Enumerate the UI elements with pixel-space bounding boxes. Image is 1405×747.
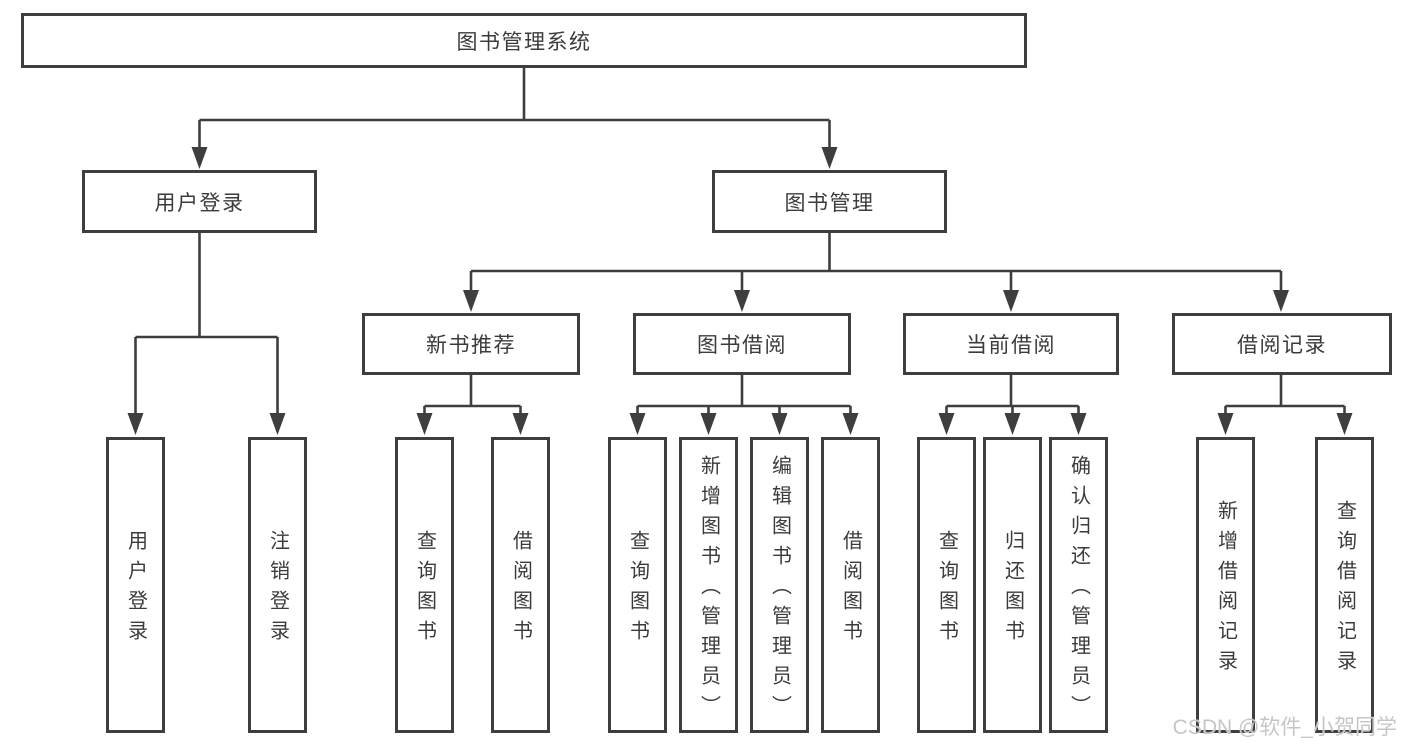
- leaf-query-borrow-record: 查询借阅记录: [1315, 437, 1374, 733]
- node-label: 当前借阅: [966, 334, 1056, 357]
- arrowhead: [1336, 413, 1353, 435]
- leaf-label: 新增借阅记录: [1214, 500, 1237, 680]
- leaf-label: 确认归还（管理员）: [1067, 455, 1090, 725]
- leaf-confirm-return-admin: 确认归还（管理员）: [1049, 437, 1108, 733]
- connector-root-to-level2: [198, 68, 831, 147]
- arrowhead: [821, 147, 838, 169]
- arrowhead: [734, 290, 750, 312]
- leaf-label: 注销登录: [266, 530, 289, 650]
- arrowhead: [771, 413, 788, 435]
- node-user-login: 用户登录: [82, 170, 317, 233]
- leaf-borrow-books-recommend: 借阅图书: [491, 437, 550, 733]
- node-label: 用户登录: [154, 191, 245, 215]
- leaf-label: 用户登录: [124, 530, 147, 650]
- connector-user-login-children: [134, 233, 279, 414]
- leaf-logout: 注销登录: [248, 437, 307, 733]
- leaf-add-book-admin: 新增图书（管理员）: [679, 437, 738, 733]
- arrowhead: [269, 413, 286, 435]
- node-book-borrow: 图书借阅: [633, 313, 851, 375]
- connector-new-book-children: [423, 375, 522, 414]
- arrowhead: [700, 413, 717, 435]
- arrowhead: [1004, 413, 1021, 435]
- node-book-management-system: 图书管理系统: [21, 13, 1027, 68]
- arrowhead: [191, 147, 208, 169]
- connector-lines: [134, 68, 1346, 414]
- connector-book-borrow-children: [636, 375, 852, 414]
- arrowhead: [512, 413, 529, 435]
- leaf-label: 查询图书: [935, 530, 958, 650]
- arrowhead: [416, 413, 433, 435]
- arrowhead: [629, 413, 646, 435]
- leaf-query-books-borrow: 查询图书: [608, 437, 667, 733]
- node-label: 新书推荐: [426, 334, 516, 357]
- node-label: 图书管理系统: [456, 30, 592, 54]
- node-new-book-recommend: 新书推荐: [362, 313, 580, 375]
- node-current-borrow: 当前借阅: [903, 313, 1119, 375]
- arrowhead: [1273, 290, 1289, 312]
- arrowhead: [938, 413, 955, 435]
- leaf-label: 借阅图书: [839, 530, 862, 650]
- node-book-management: 图书管理: [712, 170, 947, 233]
- leaf-query-books-recommend: 查询图书: [395, 437, 454, 733]
- arrowhead: [1070, 413, 1087, 435]
- leaf-add-borrow-record: 新增借阅记录: [1196, 437, 1255, 733]
- csdn-watermark: CSDN @软件_小贺同学: [1172, 716, 1397, 739]
- arrowhead: [463, 290, 479, 312]
- node-borrow-records: 借阅记录: [1172, 313, 1392, 375]
- leaf-label: 查询图书: [413, 530, 436, 650]
- leaf-return-book: 归还图书: [983, 437, 1042, 733]
- leaf-label: 查询图书: [626, 530, 649, 650]
- connector-book-management-children: [469, 233, 1283, 291]
- node-label: 借阅记录: [1237, 334, 1327, 357]
- leaf-label: 借阅图书: [509, 530, 532, 650]
- leaf-edit-book-admin: 编辑图书（管理员）: [750, 437, 809, 733]
- leaf-query-books-current: 查询图书: [917, 437, 976, 733]
- arrowheads: [127, 147, 1353, 435]
- arrowhead: [1003, 290, 1019, 312]
- connector-current-borrow-children: [945, 375, 1080, 414]
- leaf-label: 编辑图书（管理员）: [768, 455, 791, 725]
- node-label: 图书借阅: [697, 334, 787, 357]
- leaf-label: 归还图书: [1001, 530, 1024, 650]
- leaf-label: 新增图书（管理员）: [697, 455, 720, 725]
- arrowhead: [842, 413, 859, 435]
- connector-borrow-record-children: [1224, 375, 1346, 414]
- node-label: 图书管理: [784, 191, 875, 215]
- leaf-label: 查询借阅记录: [1333, 500, 1356, 680]
- leaf-user-login: 用户登录: [106, 437, 165, 733]
- arrowhead: [127, 413, 144, 435]
- arrowhead: [1217, 413, 1234, 435]
- leaf-borrow-books: 借阅图书: [821, 437, 880, 733]
